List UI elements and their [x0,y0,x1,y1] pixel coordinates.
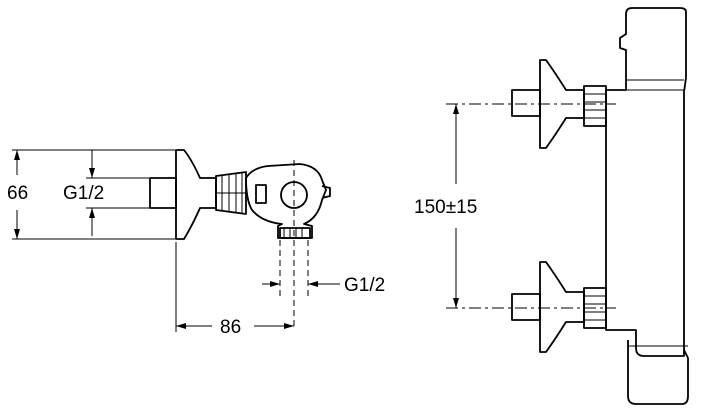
inlet-pipe-stub [149,177,177,209]
dim-g12-inlet-arrow-top [89,168,95,178]
bottom-union-nut [583,287,607,329]
dim-g12-inlet-label: G1/2 [63,183,104,204]
dim-g12-outlet-arrow-right [308,281,318,287]
bottom-cap [627,340,689,405]
dim-86-label: 86 [220,317,241,338]
union-nut [215,171,247,215]
dim-150-label: 150±15 [414,197,477,218]
dim-150-arrow-bottom [453,298,459,308]
top-union-nut [583,85,607,127]
dim-g12-inlet-arrow-bottom [89,208,95,218]
dim-g12-outlet-arrow-left [270,281,280,287]
dim-86-arrow-right [284,323,294,329]
dim-86-arrow-left [176,323,186,329]
side-view: 66 G1/2 [7,149,385,338]
dim-66-arrow-bottom [14,229,20,239]
valve-body-window [255,184,267,204]
mixer-body [605,7,687,357]
dim-66-label: 66 [7,183,28,204]
bottom-escutcheon [539,261,585,353]
bottom-inlet-stub [511,293,541,321]
escutcheon-cone [175,149,217,240]
dim-g12-outlet-label: G1/2 [344,275,385,296]
valve-body [245,163,327,239]
front-view: 150±15 [414,7,689,405]
top-inlet-stub [511,89,541,117]
dim-66-arrow-top [14,150,20,160]
valve-side-cap [321,185,331,199]
outlet-connector [279,227,311,239]
dim-150-arrow-top [453,104,459,114]
